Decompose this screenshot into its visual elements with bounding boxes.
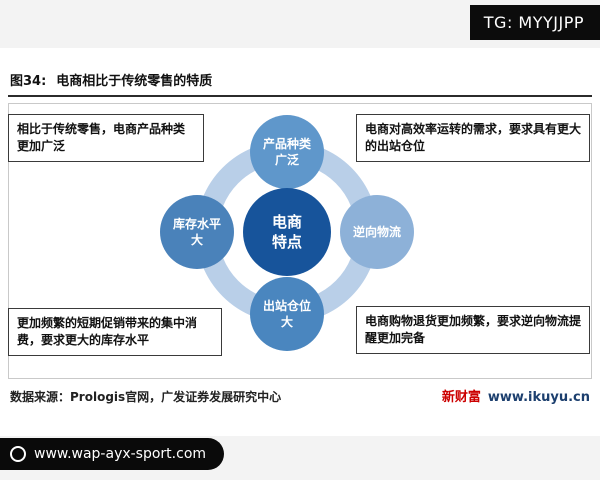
callout-inventory-level: 更加频繁的短期促销带来的集中消费，要求更大的库存水平 bbox=[8, 308, 222, 356]
title-divider bbox=[8, 95, 592, 97]
figure-title-text: 电商相比于传统零售的特质 bbox=[56, 74, 213, 89]
figure-title: 图34: 电商相比于传统零售的特质 bbox=[10, 70, 212, 89]
site-url-badge: www.wap-ayx-sport.com bbox=[0, 438, 225, 470]
node-label-line: 大 bbox=[280, 315, 293, 329]
node-label-line: 逆向物流 bbox=[352, 225, 401, 239]
callout-product-variety: 相比于传统零售，电商产品种类更加广泛 bbox=[8, 114, 204, 162]
callout-outbound-position: 电商对高效率运转的需求，要求具有更大的出站仓位 bbox=[356, 114, 590, 162]
node-inventory-level: 库存水平 大 bbox=[160, 195, 234, 269]
brand-footer: 新财富 www.ikuyu.cn bbox=[442, 386, 590, 405]
figure-number: 图34: bbox=[10, 74, 47, 89]
node-label-line: 产品种类 bbox=[262, 137, 311, 151]
node-label-line: 特点 bbox=[271, 233, 302, 251]
node-label-line: 库存水平 bbox=[172, 217, 221, 231]
brand-name: 新财富 bbox=[441, 390, 481, 405]
data-source-note: 数据来源：Prologis官网，广发证券发展研究中心 bbox=[10, 390, 282, 404]
node-product-variety: 产品种类 广泛 bbox=[250, 115, 324, 189]
site-url-text: www.wap-ayx-sport.com bbox=[34, 446, 207, 462]
node-label-line: 出站仓位 bbox=[262, 299, 311, 313]
brand-url: www.ikuyu.cn bbox=[487, 390, 590, 405]
circle-icon bbox=[10, 446, 26, 462]
callout-reverse-logistics: 电商购物退货更加频繁，要求逆向物流提醒更加完备 bbox=[356, 306, 590, 354]
tg-contact-badge: TG: MYYJJPP bbox=[469, 5, 600, 40]
node-label-line: 大 bbox=[190, 233, 203, 247]
node-outbound-position: 出站仓位 大 bbox=[250, 277, 324, 351]
node-ecommerce-traits: 电商 特点 bbox=[243, 188, 331, 276]
node-label-line: 广泛 bbox=[274, 153, 299, 167]
node-reverse-logistics: 逆向物流 bbox=[340, 195, 414, 269]
node-label-line: 电商 bbox=[271, 213, 302, 231]
